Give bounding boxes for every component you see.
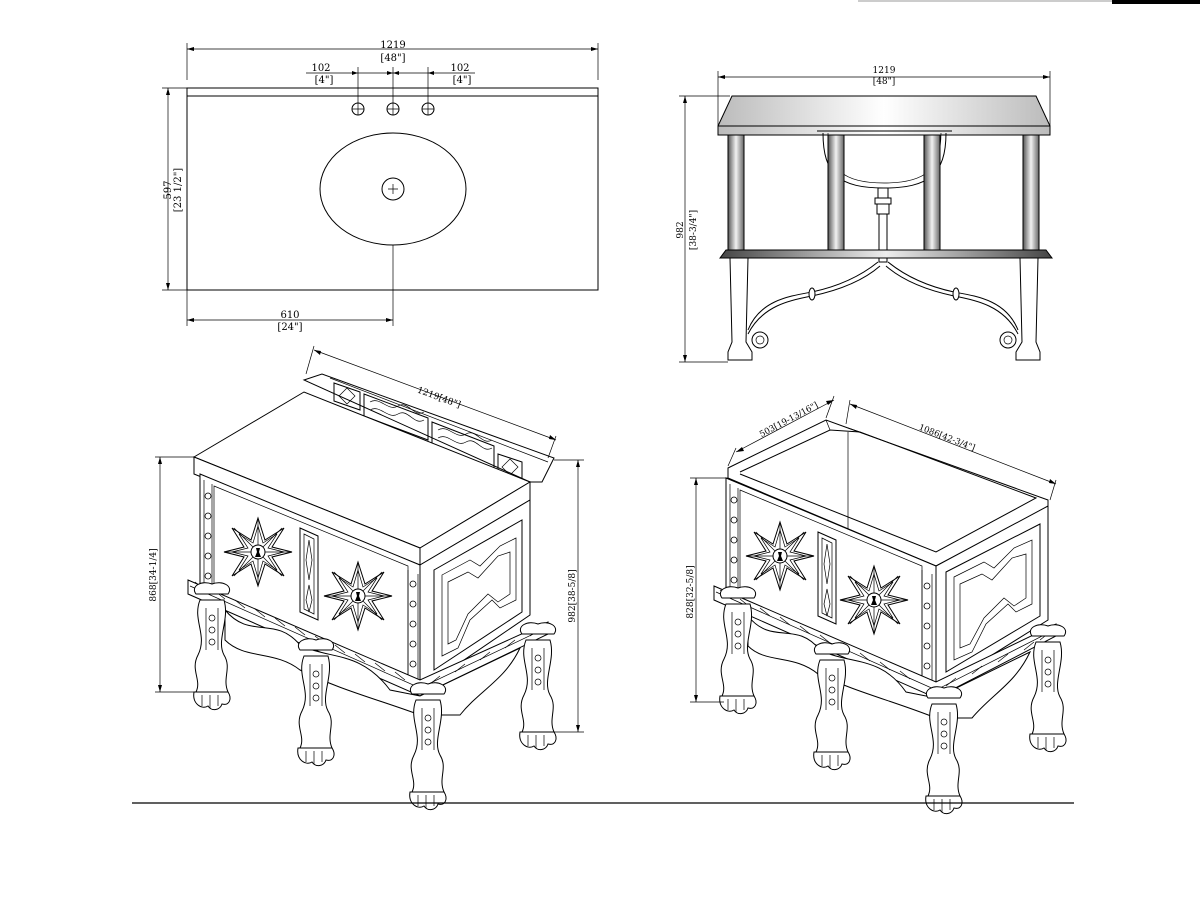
- hole-right-in: [4"]: [453, 75, 472, 86]
- front-width-in: [48"]: [873, 77, 896, 87]
- hole-right-mm: 102: [450, 63, 469, 74]
- center-in: [24"]: [277, 322, 302, 333]
- top-view: 1219 [48"] 102 [4"] 102 [4"] 597 [23 1/2…: [162, 40, 599, 333]
- faucet-hole-center: [386, 102, 400, 116]
- iso1-side-face: [419, 499, 531, 691]
- front-rail: [719, 249, 1053, 259]
- center-mm: 610: [280, 310, 299, 321]
- corner-block: [1112, 0, 1200, 4]
- front-height-in: [38-3/4"]: [689, 210, 699, 250]
- iso2-height: 828[32-5/8]: [686, 565, 696, 618]
- hole-left-in: [4"]: [315, 75, 334, 86]
- iso2-leg-front-right: [925, 686, 963, 815]
- iso1-height-left: 868[34-1/4]: [149, 548, 159, 601]
- front-view: 1219 [48"] 982 [38-3/4"]: [676, 66, 1053, 363]
- front-height-mm: 982: [676, 221, 686, 238]
- iso-view-without-top: 503[19-13/16"] 1086[42-3/4"] 828[32-5/8]: [686, 395, 1067, 815]
- top-width-in: [48"]: [380, 53, 405, 64]
- iso1-leg-back-right: [519, 622, 557, 751]
- iso2-leg-back-left: [719, 586, 757, 715]
- faucet-hole-right: [421, 102, 435, 116]
- iso1-flower-left: [223, 517, 293, 587]
- iso1-leg-back-left: [193, 582, 231, 711]
- front-countertop: [717, 95, 1051, 136]
- iso1-leg-front-right: [409, 682, 447, 811]
- iso1-flower-right: [323, 561, 393, 631]
- iso2-leg-back-right: [1029, 624, 1067, 753]
- iso-view-with-top: 1219[48"] 868[34-1/4] 982[38-5/8]: [149, 345, 584, 811]
- front-width-mm: 1219: [873, 66, 896, 76]
- post-left: [727, 134, 745, 251]
- top-depth-in: [23 1/2"]: [173, 168, 184, 212]
- post-right: [1022, 134, 1040, 251]
- iso2-side-face: [935, 505, 1049, 691]
- drain-icon: [381, 177, 405, 201]
- post-inner-left: [827, 134, 845, 251]
- iso2-width: 1086[42-3/4"]: [917, 423, 976, 454]
- iso2-flower-left: [745, 521, 815, 591]
- hole-left-mm: 102: [311, 63, 330, 74]
- top-depth-mm: 597: [163, 180, 174, 199]
- iso2-leg-front-left: [813, 642, 851, 771]
- countertop-outline: [186, 87, 599, 291]
- iso1-width: 1219[48"]: [416, 386, 462, 411]
- post-inner-right: [923, 134, 941, 251]
- iso1-height-right: 982[38-5/8]: [568, 569, 578, 622]
- iso2-flower-right: [839, 565, 909, 635]
- iso1-leg-front-left: [297, 638, 335, 767]
- top-width-mm: 1219: [380, 40, 405, 51]
- faucet-hole-left: [351, 102, 365, 116]
